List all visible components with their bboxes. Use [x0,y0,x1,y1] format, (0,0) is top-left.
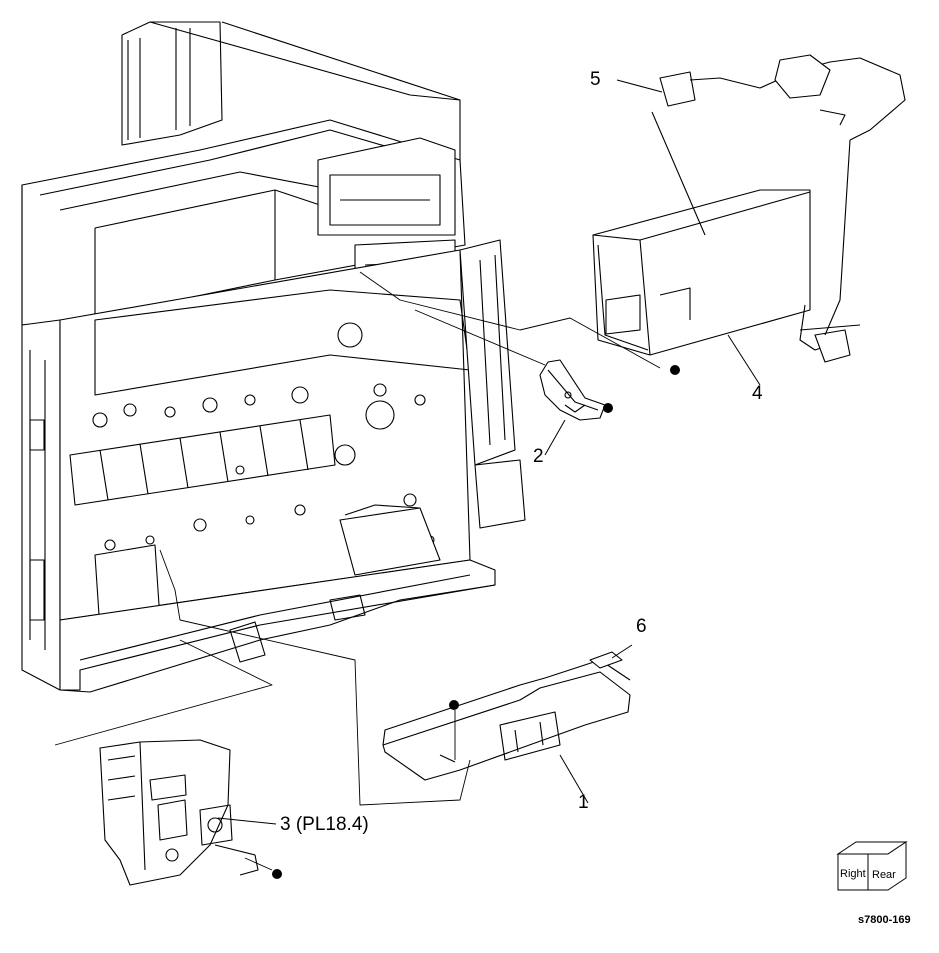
printer-frame [21,21,526,693]
mounting-points [272,365,680,879]
leader-lines [217,79,761,825]
callout-2: 2 [533,446,544,467]
mount-dot-part2 [603,403,613,413]
figure-id: s7800-169 [858,914,911,926]
part-4-box [592,189,851,363]
callout-5: 5 [590,69,601,90]
callout-1: 1 [578,792,589,813]
part-6-pad [589,651,623,669]
mount-dot-part3 [272,869,282,879]
callout-4: 4 [752,383,763,404]
callout-6: 6 [636,616,647,637]
part-2-bracket [539,359,606,421]
assembly-guide-lines [54,271,861,871]
part-3-inlet-bracket [99,739,259,886]
callout-3: 3 (PL18.4) [280,814,369,835]
mount-dot-part4 [670,365,680,375]
mount-dot-part1 [449,700,459,710]
orientation-cube: Right Rear [836,841,908,891]
cube-face-right: Right [840,868,866,880]
part-1-rail [382,659,631,781]
part-5-harness [651,54,906,336]
cube-face-rear: Rear [872,869,896,881]
